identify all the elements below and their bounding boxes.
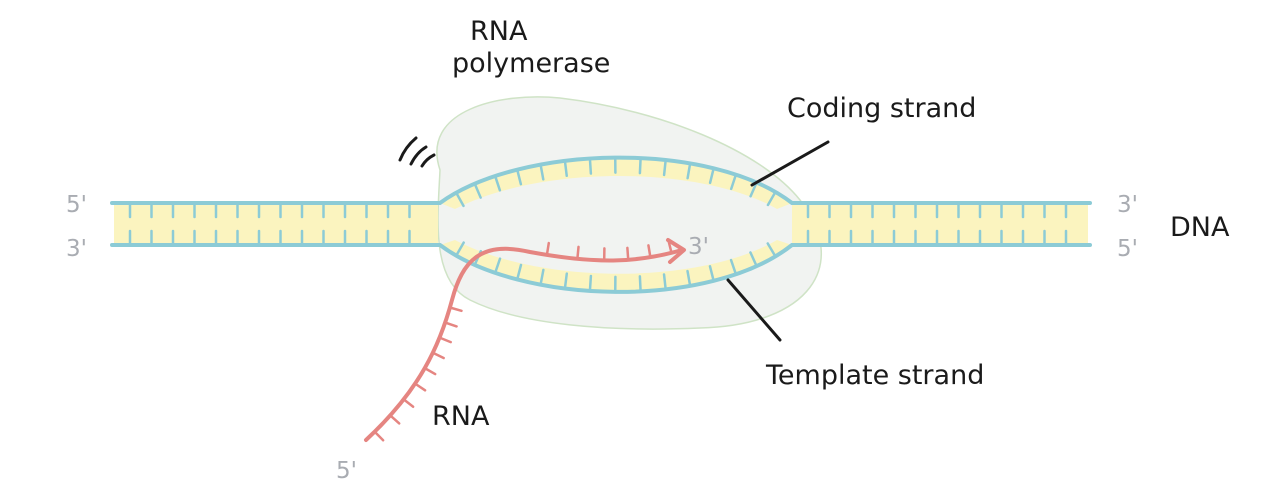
rna-label: RNA	[432, 401, 490, 432]
dna-top-left-end: 5'	[66, 192, 87, 218]
coding-strand-label: Coding strand	[787, 93, 976, 124]
polymerase-label-line1: RNA	[470, 16, 528, 47]
coding-base-tick	[664, 160, 666, 175]
rna-growing-end: 3'	[688, 234, 709, 260]
dna-top-right-end: 3'	[1117, 192, 1138, 218]
polymerase-label-line2: polymerase	[452, 48, 610, 79]
template-base-tick	[590, 276, 591, 291]
template-base-tick	[664, 274, 666, 289]
rna-start-end: 5'	[336, 458, 357, 484]
rna-polymerase-blob	[437, 97, 821, 329]
template-base-tick	[640, 276, 641, 291]
coding-base-tick	[590, 159, 591, 174]
dna-bottom-left-end: 3'	[66, 236, 87, 262]
coding-strand-leader-line	[752, 142, 828, 185]
coding-base-tick	[640, 158, 641, 173]
dna-label: DNA	[1170, 212, 1230, 243]
dna-bottom-right-end: 5'	[1117, 236, 1138, 262]
template-strand-label: Template strand	[765, 360, 984, 391]
dna-left-duplex-fill	[114, 203, 438, 245]
motion-mark-3	[422, 155, 434, 166]
